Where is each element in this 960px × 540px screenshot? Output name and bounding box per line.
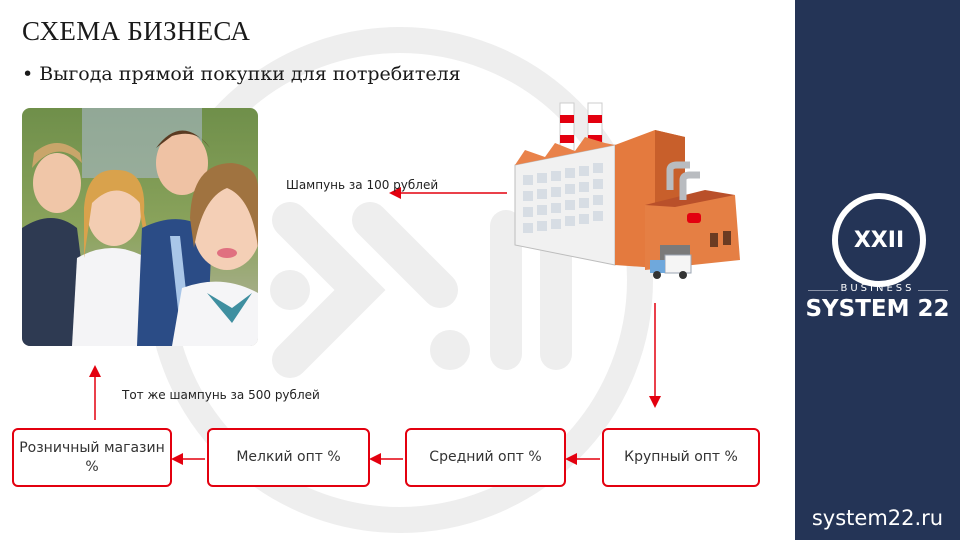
logo-mark: XXII <box>854 228 904 253</box>
retail-price-label: Тот же шампунь за 500 рублей <box>122 388 320 402</box>
xxii-logo-icon: XXII <box>829 190 929 290</box>
brand-business: BUSINESS <box>795 283 960 294</box>
chain-box-retail: Розничный магазин % <box>12 428 172 487</box>
brand-name: SYSTEM 22 <box>795 296 960 322</box>
chain-box-medium-wholesale: Средний опт % <box>405 428 566 487</box>
chain-box-large-wholesale: Крупный опт % <box>602 428 760 487</box>
factory-price-label: Шампунь за 100 рублей <box>286 178 438 192</box>
brand-website: system22.ru <box>795 506 960 530</box>
chain-box-small-wholesale: Мелкий опт % <box>207 428 370 487</box>
